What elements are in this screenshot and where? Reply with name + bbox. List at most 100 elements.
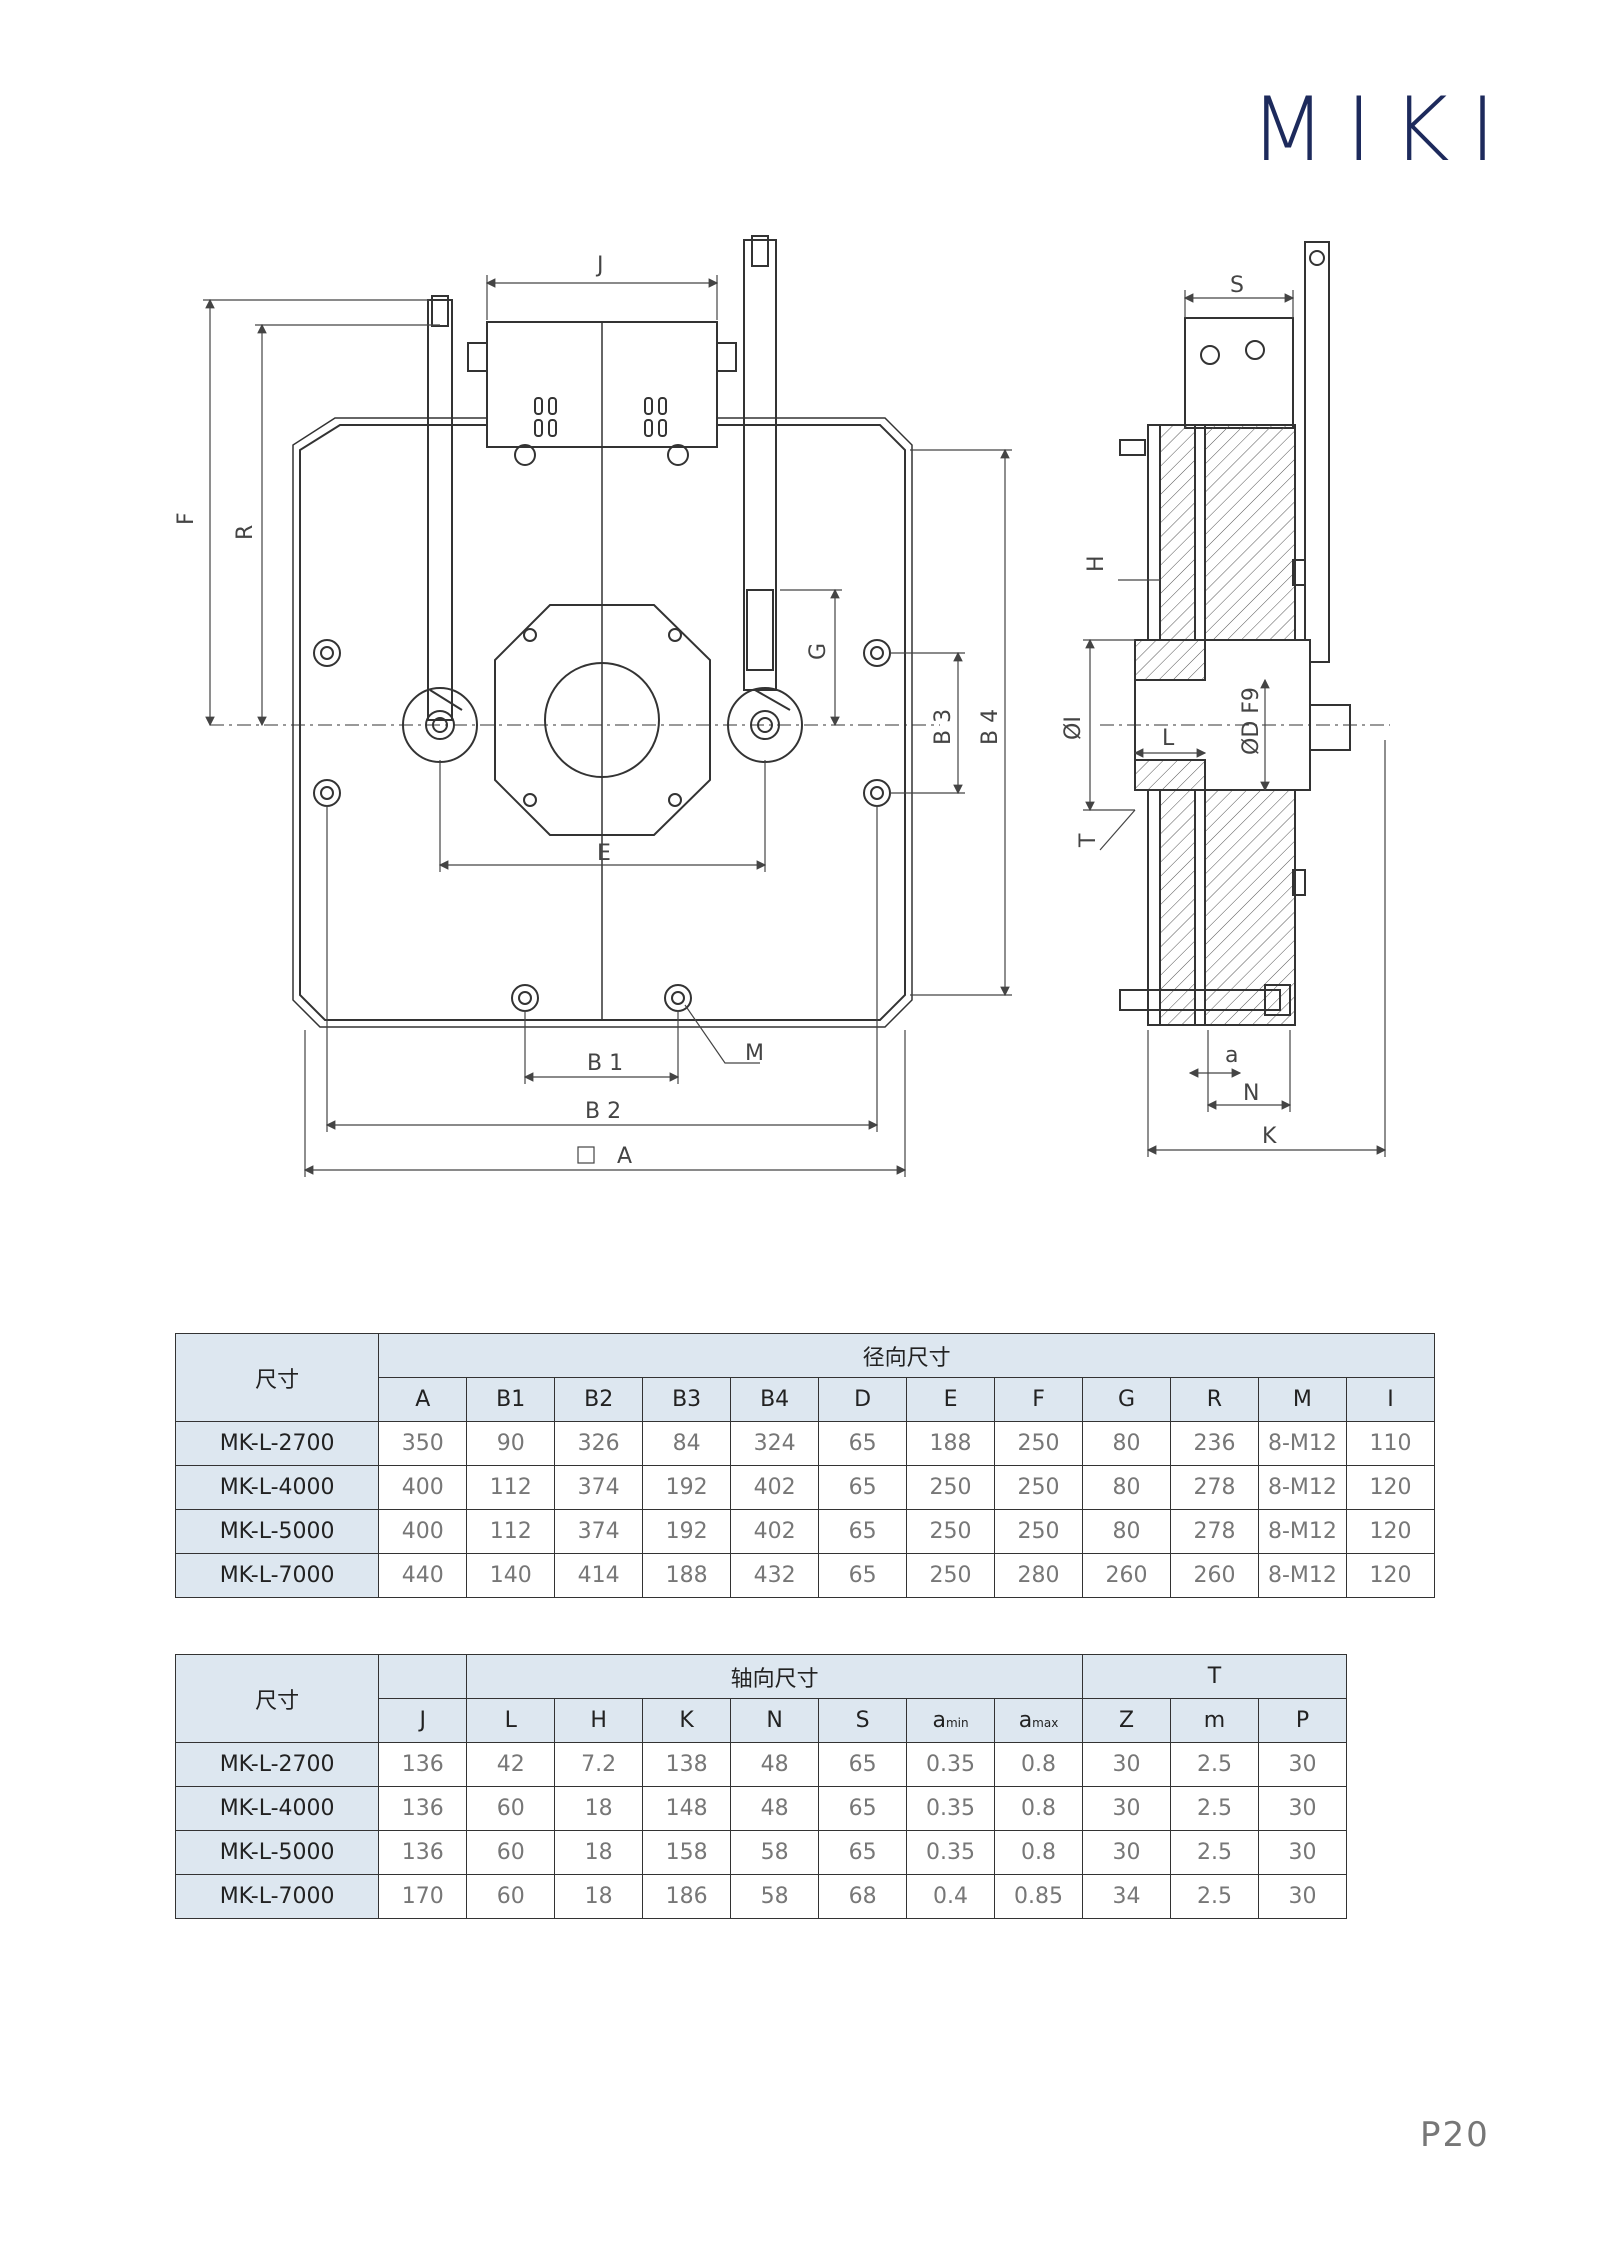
value-cell: 440	[378, 1553, 468, 1598]
value-cell: 34	[1082, 1874, 1171, 1919]
col-header: B2	[554, 1377, 644, 1422]
value-cell: 120	[1345, 1465, 1436, 1510]
col-header: F	[994, 1377, 1083, 1422]
value-cell: 158	[642, 1830, 732, 1875]
value-cell: 250	[906, 1553, 996, 1598]
col-header: A	[378, 1377, 468, 1422]
value-cell: 65	[818, 1742, 908, 1787]
model-cell: MK-L-7000	[174, 1874, 380, 1919]
value-cell: 140	[466, 1553, 556, 1598]
col-header: L	[466, 1698, 556, 1743]
col-header: B3	[642, 1377, 732, 1422]
value-cell: 192	[642, 1465, 732, 1510]
table-group-label-t: T	[1082, 1654, 1347, 1699]
value-cell: 60	[466, 1830, 556, 1875]
value-cell: 260	[1082, 1553, 1171, 1598]
value-cell: 0.8	[994, 1830, 1083, 1875]
dim-K: K	[1262, 1124, 1277, 1149]
dim-T: T	[1076, 833, 1101, 848]
value-cell: 136	[378, 1830, 468, 1875]
dim-I: ØI	[1061, 716, 1086, 740]
value-cell: 350	[378, 1421, 468, 1466]
dim-B1: B 1	[587, 1051, 623, 1076]
value-cell: 65	[818, 1553, 908, 1598]
value-cell: 8-M12	[1257, 1509, 1347, 1554]
value-cell: 236	[1169, 1421, 1259, 1466]
value-cell: 30	[1082, 1742, 1171, 1787]
value-cell: 250	[994, 1465, 1083, 1510]
value-cell: 400	[378, 1465, 468, 1510]
value-cell: 414	[554, 1553, 644, 1598]
dim-S: S	[1230, 273, 1244, 298]
dim-N: N	[1243, 1081, 1259, 1106]
value-cell: 374	[554, 1509, 644, 1554]
col-header: B1	[466, 1377, 556, 1422]
right-lever	[743, 239, 777, 691]
value-cell: 2.5	[1169, 1742, 1259, 1787]
dim-A: A	[617, 1144, 632, 1169]
brand-logo: MIKI	[1250, 78, 1516, 181]
value-cell: 80	[1082, 1421, 1171, 1466]
value-cell: 65	[818, 1786, 908, 1831]
value-cell: 2.5	[1169, 1874, 1259, 1919]
value-cell: 324	[730, 1421, 820, 1466]
value-cell: 0.35	[906, 1742, 996, 1787]
value-cell: 110	[1345, 1421, 1436, 1466]
value-cell: 188	[642, 1553, 732, 1598]
col-header: Z	[1082, 1698, 1171, 1743]
col-header: N	[730, 1698, 820, 1743]
col-header: H	[554, 1698, 644, 1743]
value-cell: 18	[554, 1830, 644, 1875]
value-cell: 60	[466, 1786, 556, 1831]
value-cell: 0.8	[994, 1742, 1083, 1787]
value-cell: 48	[730, 1742, 820, 1787]
col-header: G	[1082, 1377, 1171, 1422]
value-cell: 250	[994, 1421, 1083, 1466]
value-cell: 250	[906, 1465, 996, 1510]
value-cell: 400	[378, 1509, 468, 1554]
value-cell: 2.5	[1169, 1786, 1259, 1831]
value-cell: 30	[1082, 1830, 1171, 1875]
dim-G: G	[806, 643, 831, 660]
value-cell: 186	[642, 1874, 732, 1919]
model-cell: MK-L-5000	[174, 1830, 380, 1875]
value-cell: 84	[642, 1421, 732, 1466]
value-cell: 374	[554, 1465, 644, 1510]
dim-D: ØD F9	[1239, 687, 1264, 755]
value-cell: 0.35	[906, 1786, 996, 1831]
value-cell: 68	[818, 1874, 908, 1919]
value-cell: 8-M12	[1257, 1465, 1347, 1510]
col-header: m	[1169, 1698, 1259, 1743]
value-cell: 260	[1169, 1553, 1259, 1598]
value-cell: 90	[466, 1421, 556, 1466]
value-cell: 280	[994, 1553, 1083, 1598]
model-cell: MK-L-7000	[174, 1553, 380, 1598]
side-housing	[1184, 317, 1294, 429]
value-cell: 402	[730, 1509, 820, 1554]
value-cell: 65	[818, 1465, 908, 1510]
value-cell: 18	[554, 1874, 644, 1919]
technical-drawing: J F R G E B 3 B 4 B 1 B 2 A M S H ØI ØD …	[174, 235, 1390, 1177]
model-cell: MK-L-4000	[174, 1786, 380, 1831]
value-cell: 7.2	[554, 1742, 644, 1787]
model-cell: MK-L-2700	[174, 1421, 380, 1466]
model-cell: MK-L-4000	[174, 1465, 380, 1510]
value-cell: 136	[378, 1786, 468, 1831]
dim-L: L	[1162, 726, 1175, 751]
value-cell: 58	[730, 1830, 820, 1875]
col-header: D	[818, 1377, 908, 1422]
dim-B2: B 2	[585, 1099, 621, 1124]
value-cell: 250	[994, 1509, 1083, 1554]
value-cell: 0.4	[906, 1874, 996, 1919]
value-cell: 18	[554, 1786, 644, 1831]
value-cell: 58	[730, 1874, 820, 1919]
table-corner-label: 尺寸	[174, 1654, 380, 1743]
value-cell: 278	[1169, 1465, 1259, 1510]
value-cell: 432	[730, 1553, 820, 1598]
hub-flange	[494, 604, 711, 836]
radial-dimensions-table: 尺寸 径向尺寸 A B1 B2 B3 B4 D E F G R M I MK-L…	[174, 1333, 1436, 1598]
